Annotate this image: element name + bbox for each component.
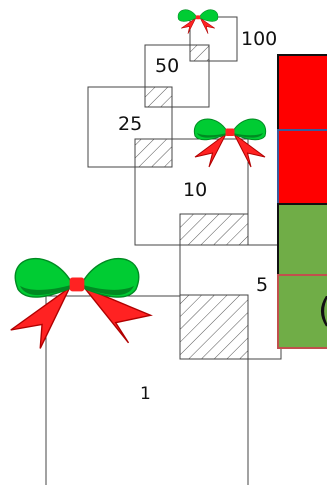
box-25-label: 25 (118, 113, 142, 135)
panel-partial-glyph: ( (318, 291, 327, 331)
box-25-hatched-overlap (135, 139, 172, 167)
panel-cell-red-bottom (278, 130, 327, 204)
box-50-hatched-overlap (145, 87, 172, 107)
box-100-hatched-overlap (190, 45, 209, 61)
box-5-hatched-overlap (180, 295, 248, 359)
box-50-label: 50 (155, 55, 179, 77)
panel-cell-green-top (278, 204, 327, 275)
colored-panel-fragment: ( (278, 55, 327, 348)
bow-icon-small (194, 119, 265, 167)
box-5: 5 (180, 245, 281, 359)
box-5-label: 5 (256, 274, 268, 296)
panel-cell-red-top (278, 55, 327, 130)
box-100-label: 100 (241, 28, 277, 50)
bow-icon-large (11, 259, 151, 349)
box-1-label: 1 (140, 384, 151, 404)
bow-icon-tiny (178, 10, 218, 34)
box-10-label: 10 (183, 179, 207, 201)
box-10-hatched-overlap (180, 214, 248, 245)
